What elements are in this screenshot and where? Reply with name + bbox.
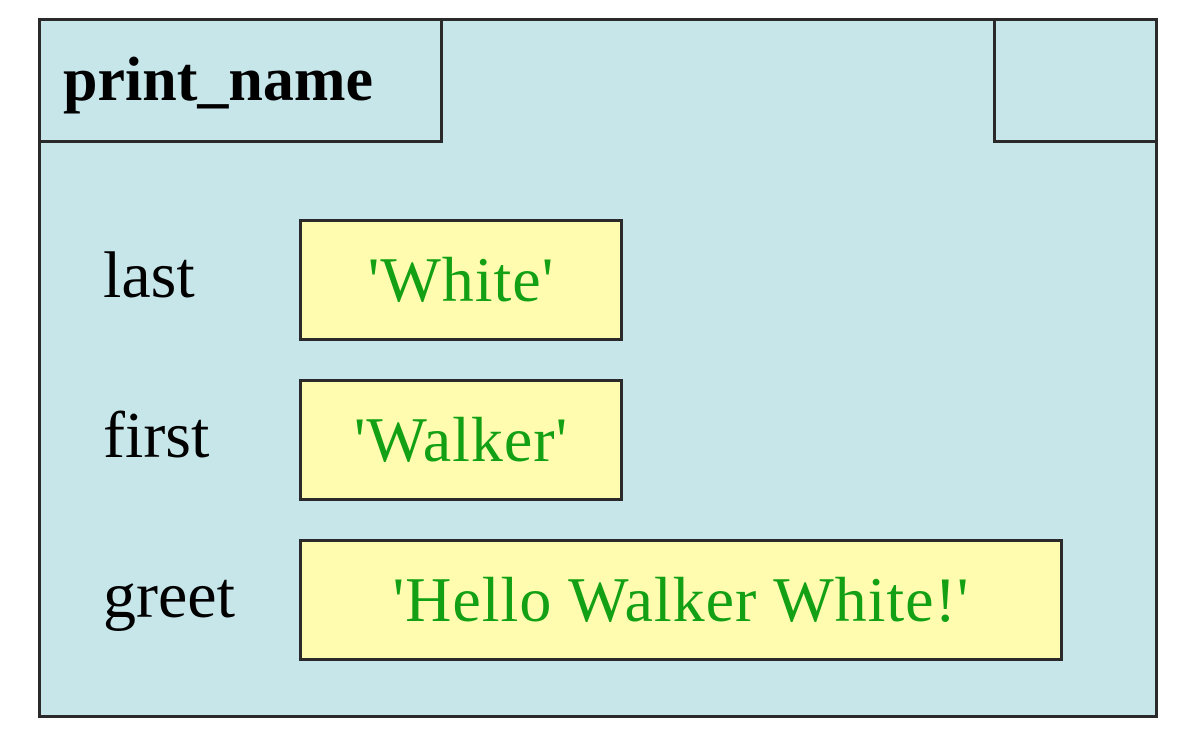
frame-title-box: print_name	[41, 21, 443, 143]
variable-name-first: first	[103, 399, 210, 472]
function-name: print_name	[63, 46, 373, 114]
variable-name-greet: greet	[103, 559, 235, 632]
variable-value-first: 'Walker'	[353, 404, 569, 475]
variable-value-box-first: 'Walker'	[299, 379, 623, 501]
variable-value-greet: 'Hello Walker White!'	[392, 564, 970, 635]
variable-value-box-last: 'White'	[299, 219, 623, 341]
variable-name-last: last	[103, 239, 195, 312]
variable-value-last: 'White'	[367, 244, 555, 315]
variable-value-box-greet: 'Hello Walker White!'	[299, 539, 1063, 661]
instruction-counter-box	[993, 21, 1155, 143]
call-frame: print_name last 'White' first 'Walker' g…	[38, 18, 1158, 718]
